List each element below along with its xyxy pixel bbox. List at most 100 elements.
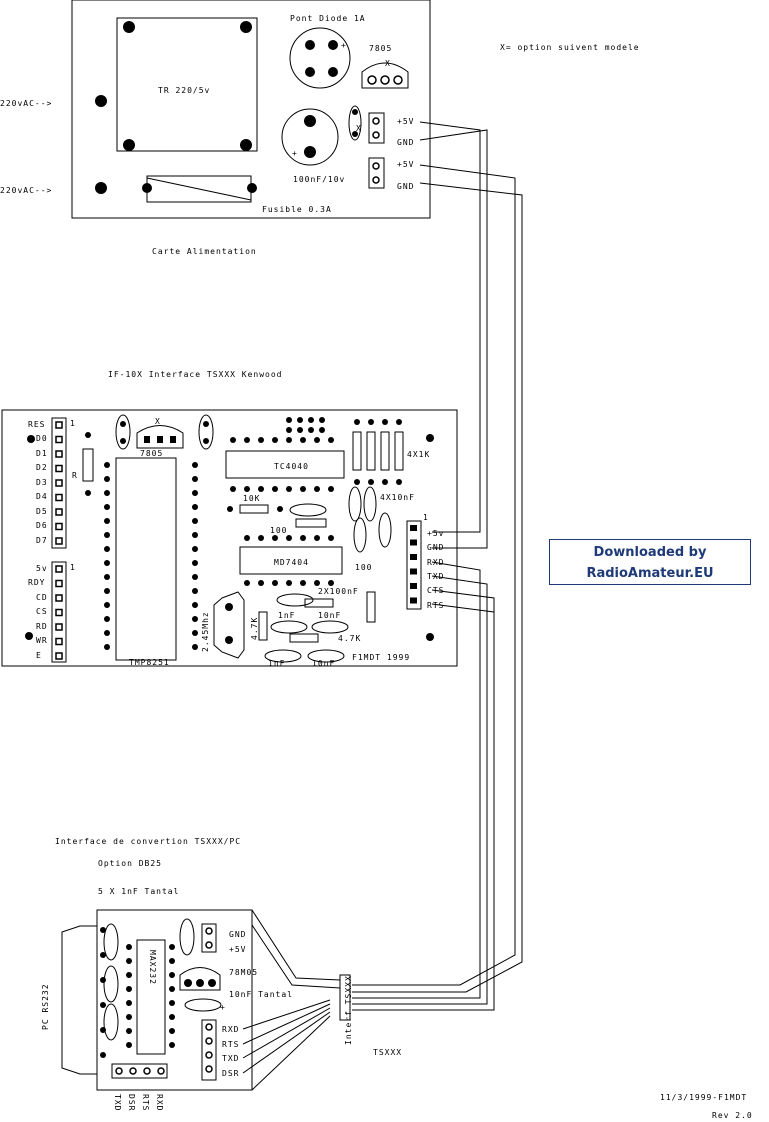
- cap-1nf-b: 1nF: [268, 659, 285, 668]
- pin-d3: D3: [36, 478, 48, 487]
- right-pin-one: 1: [423, 513, 429, 522]
- pad: [100, 1052, 106, 1058]
- pad: [382, 479, 388, 485]
- resistor: [380, 431, 390, 471]
- pad: [354, 479, 360, 485]
- pad: [300, 535, 306, 541]
- pad: [169, 1000, 175, 1006]
- pad: [272, 535, 278, 541]
- conv-bot-txd: TXD: [113, 1094, 122, 1111]
- pad: [258, 437, 264, 443]
- pad: [169, 944, 175, 950]
- pin-5v: 5v: [36, 564, 48, 573]
- pad: [382, 419, 388, 425]
- pad: [169, 986, 175, 992]
- pad: [126, 1000, 132, 1006]
- pad: [104, 546, 110, 552]
- pad: [55, 508, 63, 516]
- interface-board-outline: [1, 409, 458, 667]
- interface-board-title: IF-10X Interface TSXXX Kenwood: [108, 370, 283, 379]
- pad: [104, 532, 110, 538]
- pad: [300, 580, 306, 586]
- pad: [258, 535, 264, 541]
- pad: [55, 522, 63, 531]
- res-100b: 100: [355, 563, 372, 572]
- pin-cs: CS: [36, 607, 48, 616]
- pad: [192, 504, 198, 510]
- tc4040-outline: [225, 450, 345, 479]
- pad: [55, 594, 63, 602]
- md7404-outline: [239, 546, 343, 575]
- pad: [300, 486, 306, 492]
- conversion-board-outline: [96, 909, 253, 1091]
- pad: [55, 450, 63, 458]
- resistor: [394, 431, 404, 471]
- pad: [319, 427, 325, 433]
- pad: [55, 608, 63, 617]
- pad: [410, 597, 417, 604]
- pad: [272, 486, 278, 492]
- pad: [272, 580, 278, 586]
- interface-board: IF-10X Interface TSXXX Kenwood 1 RES D0 …: [1, 370, 458, 668]
- wiring: [242, 121, 523, 1091]
- pad: [126, 944, 132, 950]
- pad: [230, 437, 236, 443]
- conv-regulator: 78M05: [229, 968, 258, 977]
- pad: [55, 537, 63, 545]
- power-pin-gnd-2: GND: [397, 182, 414, 191]
- rpin-rts: RTS: [427, 601, 444, 610]
- pad: [192, 546, 198, 552]
- pin-cd: CD: [36, 593, 48, 602]
- pad: [55, 479, 63, 487]
- pad: [244, 437, 250, 443]
- pin-rdy: RDY: [28, 578, 45, 587]
- pad: [100, 977, 106, 983]
- pad: [258, 486, 264, 492]
- pin-res: RES: [28, 420, 45, 429]
- pad: [368, 479, 374, 485]
- tmp8251-outline: [115, 457, 177, 661]
- tsxxx-label: TSXXX: [373, 1048, 402, 1057]
- cap-4x10nf: 4X10nF: [380, 493, 415, 502]
- pad: [314, 486, 320, 492]
- conv-bot-rts: RTS: [141, 1094, 150, 1111]
- pin-d0: D0: [36, 434, 48, 443]
- pad: [104, 630, 110, 636]
- pad: [328, 535, 334, 541]
- pad: [169, 1042, 175, 1048]
- power-x-mark: X: [385, 59, 391, 68]
- pad: [55, 464, 63, 473]
- capacitor-label: 100nF/10v: [293, 175, 345, 184]
- pad: [192, 588, 198, 594]
- max232-outline: [136, 939, 166, 1055]
- pad: [410, 583, 417, 589]
- pad: [192, 602, 198, 608]
- pad: [328, 580, 334, 586]
- cap-10nf-b: 10nF: [312, 659, 335, 668]
- watermark-line-1: Downloaded by: [593, 545, 707, 560]
- signature: F1MDT 1999: [352, 653, 410, 662]
- watermark-box: Downloaded by RadioAmateur.EU: [549, 539, 751, 585]
- pin-e: E: [36, 651, 42, 660]
- res-10k: 10K: [243, 494, 260, 503]
- pad: [308, 417, 314, 423]
- pin-rd: RD: [36, 622, 48, 631]
- pad: [396, 419, 402, 425]
- left-bottom-pin-one: 1: [70, 563, 76, 572]
- pad: [55, 435, 63, 444]
- pad: [192, 630, 198, 636]
- pad: [104, 462, 110, 468]
- power-regulator-outline: [361, 62, 409, 89]
- conv-pin-gnd: GND: [229, 930, 246, 939]
- conversion-caps-note: 5 X 1nF Tantal: [98, 887, 179, 896]
- res-4k7-vertical: 4.7K: [250, 617, 259, 640]
- pad: [192, 518, 198, 524]
- cap-10nf-a: 10nF: [318, 611, 341, 620]
- pin-d1: D1: [36, 449, 48, 458]
- pin-d4: D4: [36, 492, 48, 501]
- res-4k7: 4.7K: [338, 634, 361, 643]
- if-regulator-label: 7805: [140, 449, 163, 458]
- bridge-label: Pont Diode 1A: [290, 14, 366, 23]
- pad: [354, 419, 360, 425]
- pad: [314, 437, 320, 443]
